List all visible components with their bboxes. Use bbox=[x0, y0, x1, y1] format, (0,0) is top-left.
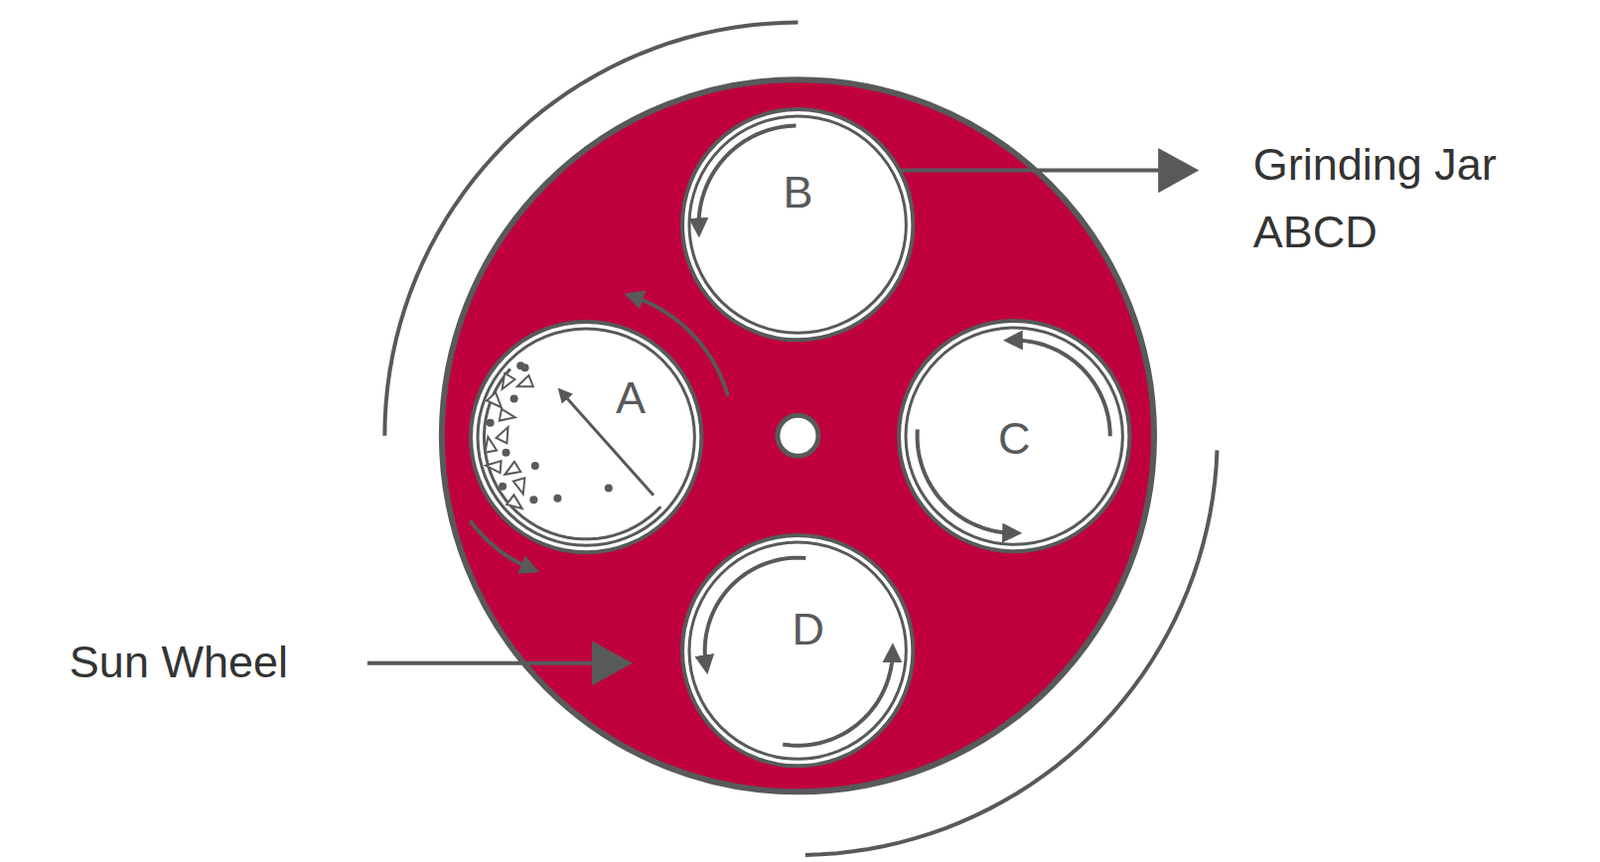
jar-rotation-arrow bbox=[705, 558, 807, 668]
jar-letter: D bbox=[791, 606, 825, 652]
jar-wall bbox=[898, 320, 1130, 552]
grinding-jar: A bbox=[467, 318, 705, 556]
leader-arrowhead bbox=[1158, 147, 1199, 193]
sun-wheel bbox=[441, 79, 1155, 792]
jar-inner-wall bbox=[905, 327, 1123, 545]
jar-letter: A bbox=[615, 375, 646, 421]
grinding-jar: D bbox=[679, 532, 916, 769]
jar-outline bbox=[467, 318, 705, 556]
jar-wall bbox=[682, 109, 913, 340]
leader-arrowhead bbox=[591, 640, 633, 686]
jar-rotation-arrow bbox=[699, 125, 797, 230]
jar-outline bbox=[679, 106, 916, 343]
jar-letter: C bbox=[998, 416, 1031, 461]
leader-line bbox=[862, 168, 1164, 173]
ball-path bbox=[483, 368, 661, 539]
jar-inner-wall bbox=[689, 116, 906, 333]
jar-wall bbox=[470, 321, 702, 553]
leader-line bbox=[367, 661, 597, 666]
center-axle bbox=[777, 415, 819, 456]
grinding-jar: C bbox=[895, 317, 1133, 555]
jar-wall bbox=[682, 535, 913, 766]
grinding-balls bbox=[481, 361, 612, 514]
jar-label: Grinding Jar ABCD bbox=[1253, 131, 1562, 267]
jar-letter: B bbox=[782, 169, 813, 215]
grinding-jar: B bbox=[679, 106, 916, 343]
jar-rotation-arrow bbox=[782, 650, 892, 746]
sun-wheel-label: Sun Wheel bbox=[69, 628, 368, 697]
jar-inner-wall bbox=[477, 328, 695, 546]
jar-inner-wall bbox=[689, 542, 906, 759]
